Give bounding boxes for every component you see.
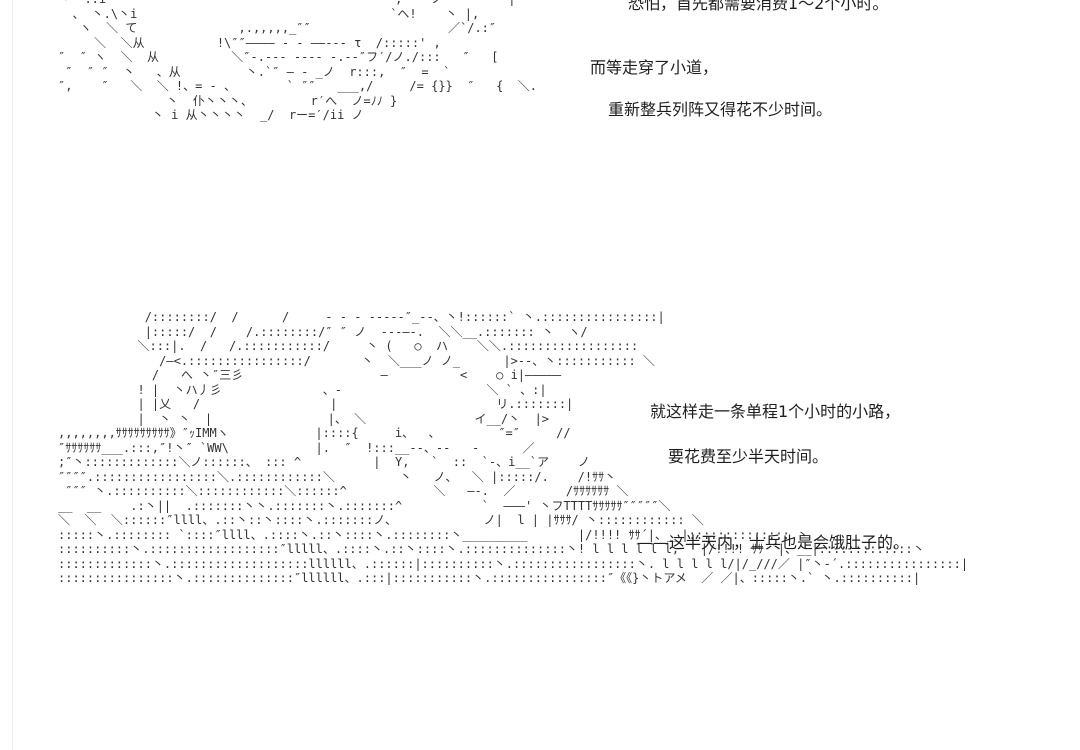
narration-line-2: 重新整兵列阵又得花不少时间。 — [608, 100, 833, 119]
page-panel — [12, 0, 1080, 750]
ascii-art-soldier: /::::::::/ / / - - - -----″_--、丶!::::::`… — [58, 310, 969, 585]
narration-line-5: ——这半天内，士兵也是会饿肚子的。 — [637, 533, 910, 552]
narration-line-4: 要花费至少半天时间。 — [668, 447, 829, 466]
ascii-art-battlefield: 丶 ::i ,’ ノ' | 、 丶.\丶i `ヘ! 丶 |, ヽ ＼ て ,.,… — [58, 0, 538, 122]
narration-line-3: 就这样走一条单程1个小时的小路， — [650, 402, 901, 421]
narration-line-1: 而等走穿了小道， — [590, 58, 719, 77]
narration-line-cut: 恐怕，首先都需要消费1～2个小时。 — [628, 0, 889, 13]
